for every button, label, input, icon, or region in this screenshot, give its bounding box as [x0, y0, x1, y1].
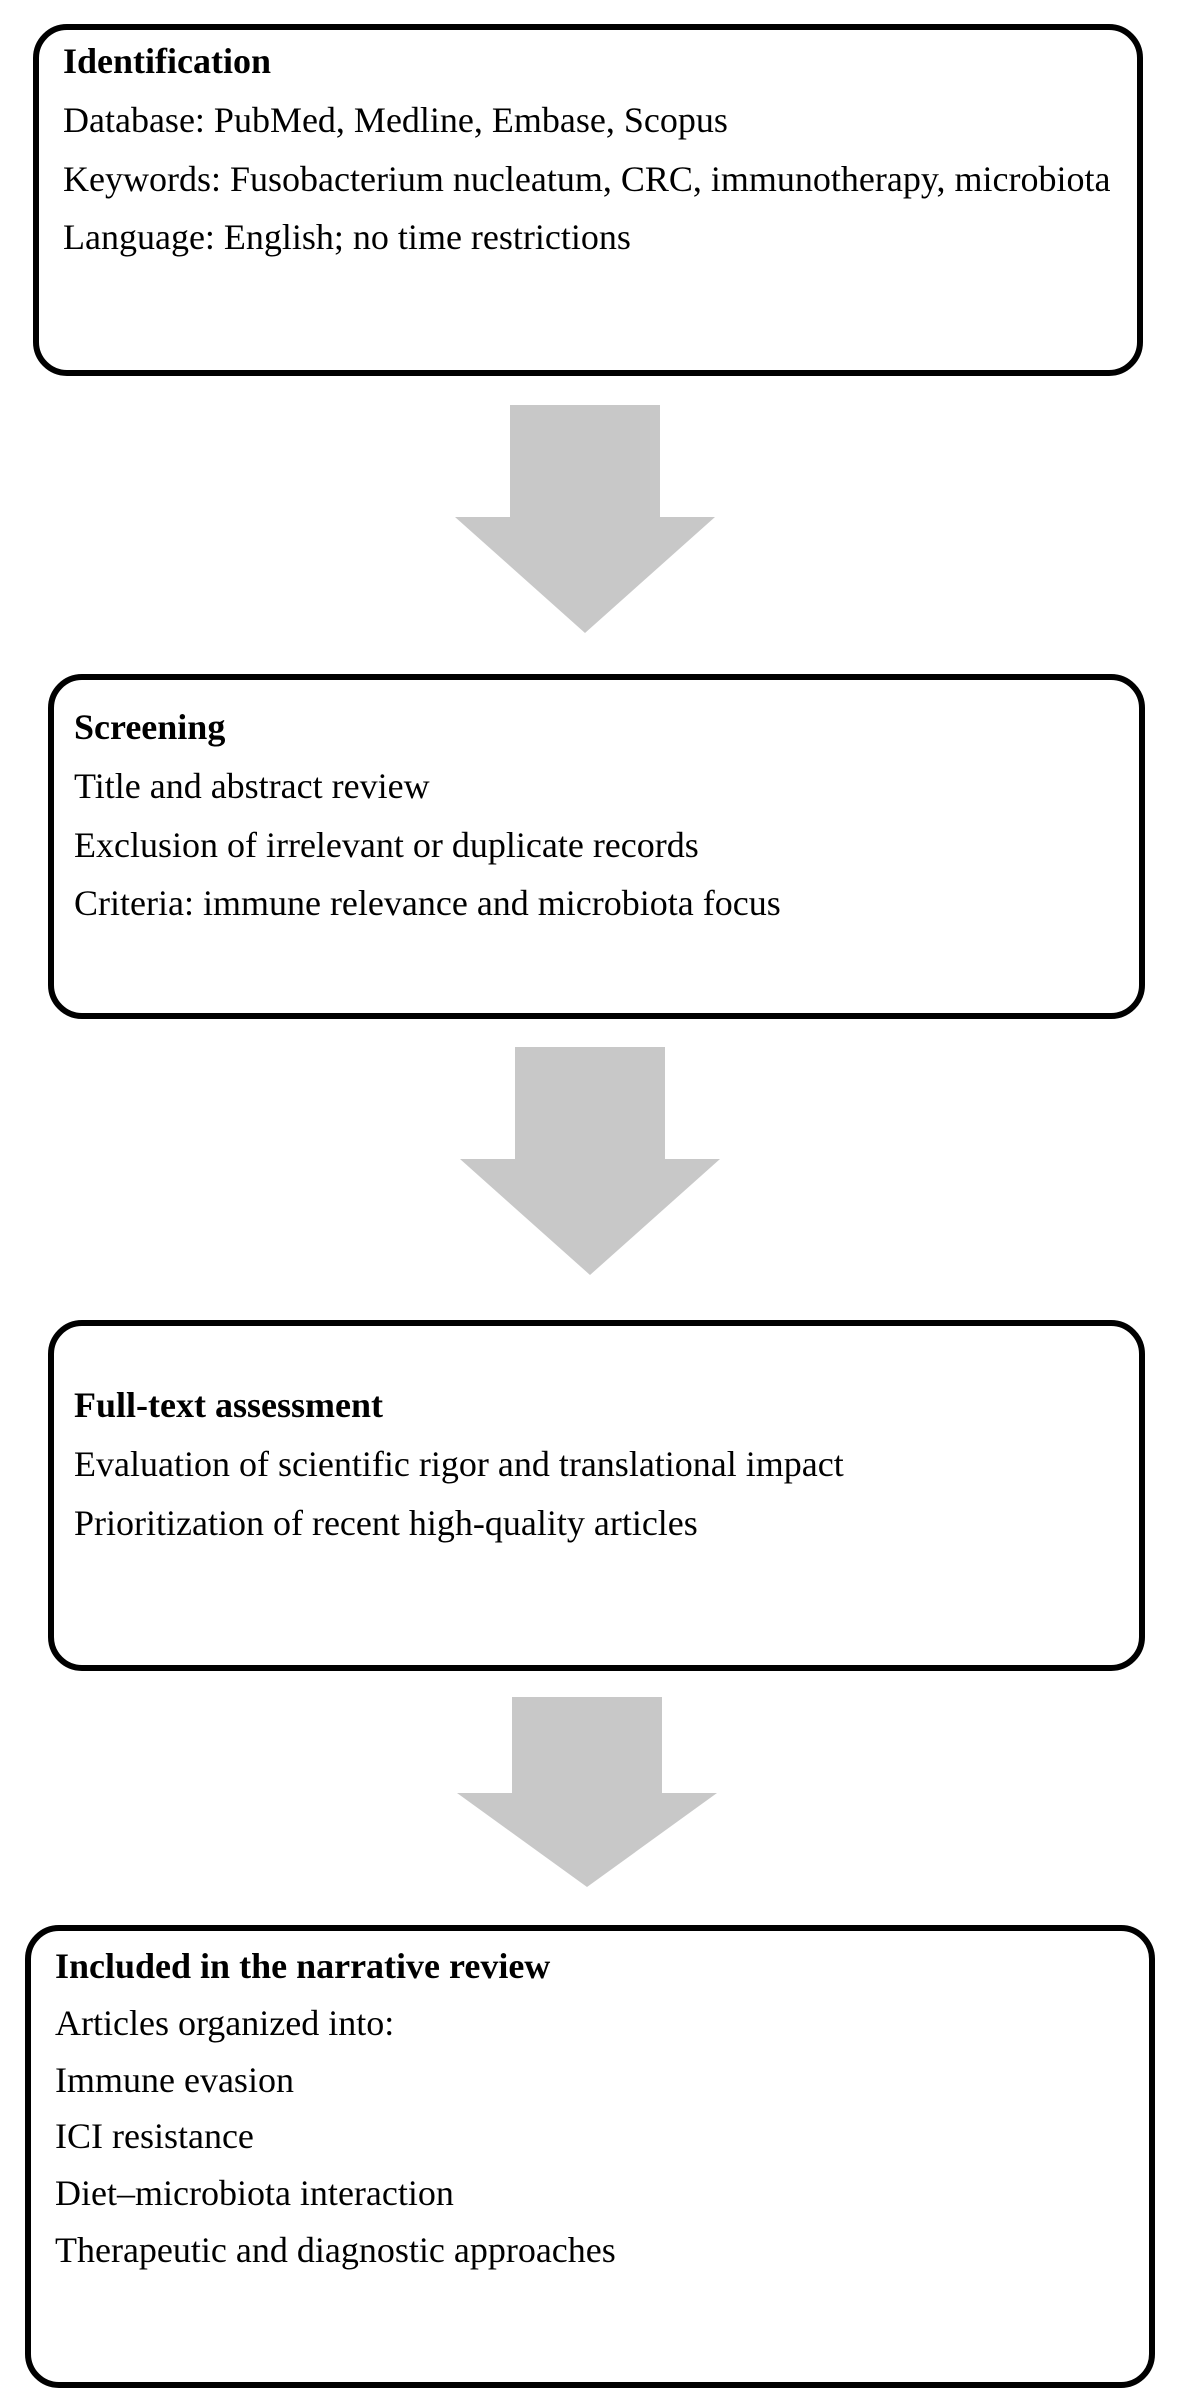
box-line: Database: PubMed, Medline, Embase, Scopu… [63, 99, 728, 140]
box-line: Articles organized into: [55, 2002, 395, 2043]
box-line: Criteria: immune relevance and microbiot… [74, 883, 781, 924]
arrow-shape [460, 1047, 720, 1275]
down-arrow-icon [455, 405, 715, 633]
arrow-shape [455, 405, 715, 633]
box-title: Included in the narrative review [55, 1946, 551, 1986]
box-line: Keywords: Fusobacterium nucleatum, CRC, … [63, 158, 1111, 199]
box-title: Screening [74, 707, 226, 747]
box-line: Immune evasion [55, 2059, 294, 2100]
flow-box-screening: Screening Title and abstract review Excl… [48, 674, 1145, 1019]
box-line: Diet–microbiota interaction [55, 2173, 454, 2214]
down-arrow-icon [457, 1697, 717, 1887]
flow-box-identification: Identification Database: PubMed, Medline… [33, 24, 1143, 376]
flow-box-full-text-assessment: Full-text assessment Evaluation of scien… [48, 1320, 1145, 1671]
box-line: ICI resistance [55, 2116, 254, 2157]
arrow-shape [457, 1697, 717, 1887]
box-line: Exclusion of irrelevant or duplicate rec… [74, 824, 699, 865]
flow-box-included: Included in the narrative review Article… [25, 1925, 1155, 2388]
box-line: Therapeutic and diagnostic approaches [55, 2229, 616, 2270]
box-line: Evaluation of scientific rigor and trans… [74, 1443, 844, 1484]
box-line: Language: English; no time restrictions [63, 217, 631, 258]
box-title: Identification [63, 41, 272, 81]
down-arrow-icon [460, 1047, 720, 1275]
box-line: Prioritization of recent high-quality ar… [74, 1502, 698, 1543]
box-line: Title and abstract review [74, 765, 430, 806]
box-title: Full-text assessment [74, 1385, 383, 1425]
